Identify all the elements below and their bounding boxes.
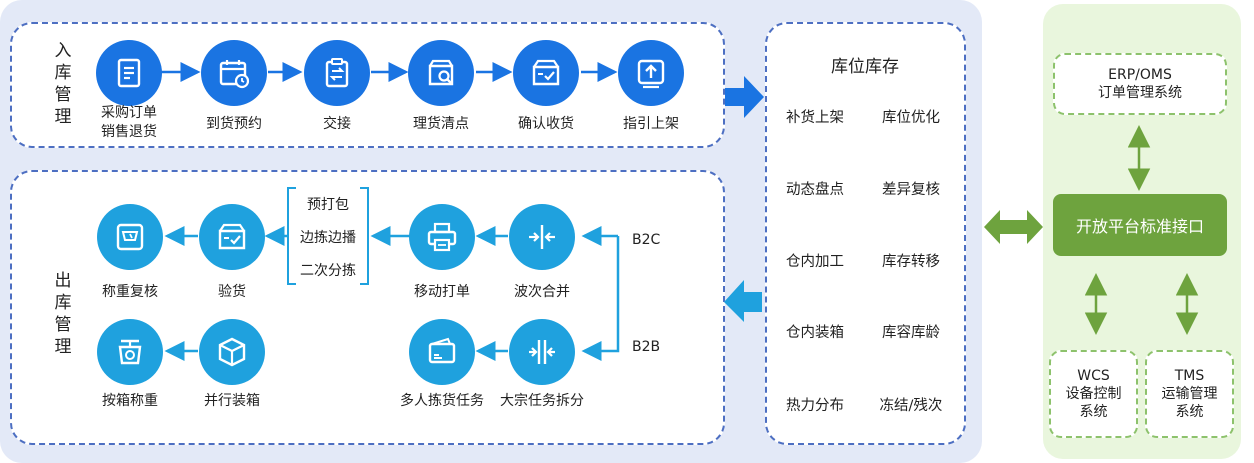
step-label: 确认收货 xyxy=(518,116,574,132)
stock-title: 库位库存 xyxy=(831,57,899,77)
wcs-box: WCS 设备控制 系统 xyxy=(1049,350,1138,438)
b2b-label: B2B xyxy=(632,339,661,355)
bracket-item: 二次分拣 xyxy=(300,263,356,279)
upload-icon xyxy=(618,40,684,106)
step-label: 指引上架 xyxy=(623,116,679,132)
stock-item: 热力分布 xyxy=(786,398,844,414)
stock-item: 补货上架 xyxy=(786,110,844,126)
node-label: 称重复核 xyxy=(102,284,158,300)
erp-oms-label: ERP/OMS 订单管理系统 xyxy=(1098,67,1182,101)
node-label: 波次合并 xyxy=(514,284,570,300)
step-label: 采购订单 销售退货 xyxy=(101,105,157,140)
step-label: 交接 xyxy=(323,116,351,132)
bracket xyxy=(287,187,369,285)
stock-item: 动态盘点 xyxy=(786,182,844,198)
merge-icon xyxy=(509,204,575,270)
node-label: 多人拣货任务 xyxy=(400,393,484,409)
warehouse-platform-arrow xyxy=(984,210,1043,244)
open-platform-interface: 开放平台标准接口 xyxy=(1053,194,1227,256)
stock-item: 仓内装箱 xyxy=(786,325,844,341)
node-label: 验货 xyxy=(218,284,246,300)
stock-item: 库存转移 xyxy=(882,254,940,270)
node-label: 大宗任务拆分 xyxy=(500,393,584,409)
stock-to-outbound-arrow xyxy=(724,280,762,322)
stock-item: 冻结/残次 xyxy=(879,398,943,414)
outbound-title: 出 库 管 理 xyxy=(54,271,72,357)
stock-box xyxy=(765,22,966,445)
stock-item: 库位优化 xyxy=(882,110,940,126)
b2c-label: B2C xyxy=(632,232,661,248)
bracket-item: 预打包 xyxy=(307,197,349,213)
weighing-scale-icon xyxy=(97,319,163,385)
calendar-icon xyxy=(201,40,267,106)
tms-box: TMS 运输管理 系统 xyxy=(1145,350,1234,438)
split-icon xyxy=(509,319,575,385)
node-label: 并行装箱 xyxy=(204,393,260,409)
stock-item: 库容库龄 xyxy=(882,325,940,341)
erp-oms-box: ERP/OMS 订单管理系统 xyxy=(1053,53,1227,115)
box-search-icon xyxy=(408,40,474,106)
clipboard-icon xyxy=(304,40,370,106)
stock-item: 差异复核 xyxy=(882,182,940,198)
outbound-arrows xyxy=(164,226,620,361)
stock-item: 仓内加工 xyxy=(786,254,844,270)
node-label: 按箱称重 xyxy=(102,393,158,409)
wallet-icon xyxy=(409,319,475,385)
box-check-icon xyxy=(513,40,579,106)
step-label: 理货清点 xyxy=(413,116,469,132)
document-icon xyxy=(96,40,162,106)
wcs-label: WCS 设备控制 系统 xyxy=(1065,368,1122,420)
platform-arrows xyxy=(1084,125,1199,335)
scale-icon xyxy=(97,204,163,270)
box-check-icon xyxy=(199,204,265,270)
printer-icon xyxy=(409,204,475,270)
bracket-item: 边拣边播 xyxy=(300,230,356,246)
step-label: 到货预约 xyxy=(206,116,262,132)
node-label: 移动打单 xyxy=(414,284,470,300)
tms-label: TMS 运输管理 系统 xyxy=(1161,368,1218,420)
inbound-title: 入 库 管 理 xyxy=(54,41,72,127)
inbound-to-stock-arrow xyxy=(725,76,764,118)
cube-icon xyxy=(199,319,265,385)
